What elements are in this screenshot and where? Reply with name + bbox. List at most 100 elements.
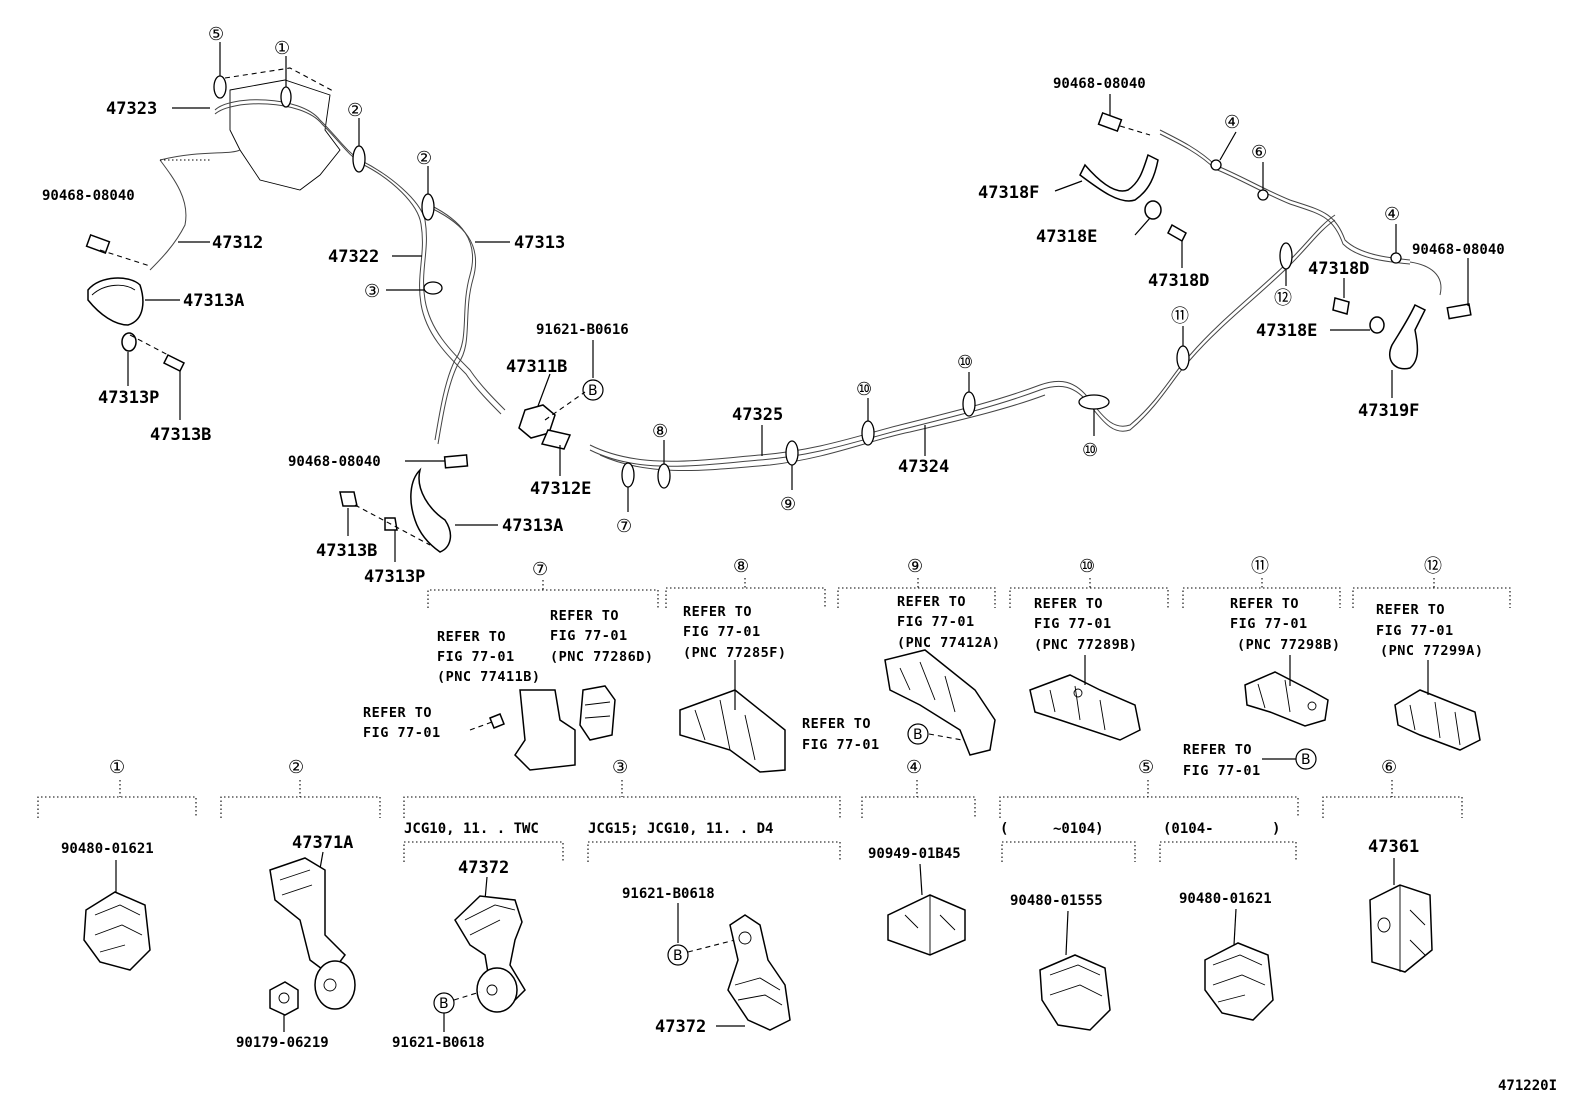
clamp-part-4 bbox=[887, 894, 966, 956]
label-47318d-bot: 47318D bbox=[1308, 259, 1369, 279]
refer-12-3: (PNC 77299A) bbox=[1380, 643, 1484, 659]
leader-lines bbox=[127, 42, 1469, 562]
label-47322: 47322 bbox=[328, 247, 379, 267]
refer-11-2: FIG 77-01 bbox=[1230, 616, 1308, 632]
pipe-clamps bbox=[213, 75, 1402, 489]
callout-10-mid: ⑩ bbox=[1079, 556, 1095, 577]
clamp-2a bbox=[352, 145, 366, 173]
bracket-part-47372-b bbox=[727, 914, 791, 1031]
refer-9-2: FIG 77-01 bbox=[897, 614, 975, 630]
pipe-47313 bbox=[429, 204, 474, 441]
bracket-part-7a bbox=[514, 689, 576, 771]
label-90179-06219: 90179-06219 bbox=[236, 1035, 329, 1051]
callout-10-top-b: ⑩ bbox=[957, 352, 973, 373]
bracket-3-twc bbox=[403, 841, 564, 862]
label-jcg-d4: JCG15; JCG10, 11. . D4 bbox=[588, 821, 773, 837]
pipe-rear-right-upper-b bbox=[1159, 133, 1411, 265]
callout-8-top: ⑧ bbox=[652, 421, 668, 442]
refer-section-7: ⑦ REFER TO FIG 77-01 (PNC 77411B) REFER … bbox=[363, 559, 659, 771]
callout-1-bot: ① bbox=[109, 757, 125, 778]
label-90468-c: 90468-08040 bbox=[1053, 76, 1146, 92]
callout-5-top: ⑤ bbox=[208, 24, 224, 45]
grommet-part-3-hole bbox=[486, 984, 498, 996]
dash-b-3a bbox=[453, 991, 481, 1001]
pipe-47324 bbox=[599, 394, 1046, 471]
callout-12-top: ⑫ bbox=[1274, 288, 1292, 309]
label-90468-b: 90468-08040 bbox=[288, 454, 381, 470]
leader-47311b bbox=[537, 373, 551, 407]
dash-47313-top bbox=[129, 334, 171, 357]
label-90480-01621-b: 90480-01621 bbox=[1179, 891, 1272, 907]
dash-7c bbox=[469, 721, 493, 731]
callout-b-top-circle bbox=[582, 379, 604, 401]
bracket-5b bbox=[1159, 841, 1297, 862]
refer-9-1: REFER TO bbox=[897, 594, 966, 610]
refer-section-9: ⑨ REFER TO FIG 77-01 (PNC 77412A) REFER … bbox=[802, 556, 1001, 756]
hose-47313a-top-detail bbox=[91, 284, 136, 296]
bracket-5 bbox=[999, 780, 1299, 818]
clip-90468-b bbox=[443, 454, 469, 469]
refer-11b-1: REFER TO bbox=[1183, 742, 1252, 758]
clamp-part-1-detail bbox=[94, 904, 143, 953]
dash-90468-a bbox=[99, 249, 151, 267]
washer-47313p-top bbox=[121, 332, 137, 352]
detail-section-4: ④ 90949-01B45 bbox=[861, 757, 976, 956]
label-47318e-bot: 47318E bbox=[1256, 321, 1317, 341]
refer-7b-2: FIG 77-01 bbox=[550, 628, 628, 644]
callout-3-bot: ③ bbox=[612, 757, 628, 778]
leader-47318f bbox=[1054, 180, 1083, 192]
clip-part-9 bbox=[884, 649, 996, 756]
nut-part-90179-hole bbox=[278, 992, 290, 1004]
callout-11-top: ⑪ bbox=[1171, 306, 1189, 327]
label-range-b-close: ) bbox=[1272, 821, 1280, 837]
label-47313b-top: 47313B bbox=[150, 425, 211, 445]
bracket-9 bbox=[837, 578, 996, 608]
label-47313: 47313 bbox=[514, 233, 565, 253]
label-90480-01621-a: 90480-01621 bbox=[61, 841, 154, 857]
clip-part-10-detail bbox=[1049, 685, 1106, 731]
label-47312: 47312 bbox=[212, 233, 263, 253]
dash-47311b-b bbox=[544, 391, 586, 421]
callout-4-top-b: ④ bbox=[1384, 204, 1400, 225]
clamp-4b bbox=[1390, 252, 1402, 264]
bracket-10 bbox=[1009, 578, 1169, 608]
clamp-4a bbox=[1210, 159, 1222, 171]
refer-9-3: (PNC 77412A) bbox=[897, 635, 1001, 651]
label-90468-a: 90468-08040 bbox=[42, 188, 135, 204]
label-47372-b: 47372 bbox=[655, 1017, 706, 1037]
grommet-part-2-hole bbox=[323, 978, 337, 992]
refer-section-11: ⑪ REFER TO FIG 77-01 (PNC 77298B) REFER … bbox=[1182, 556, 1341, 779]
refer-7c-2: FIG 77-01 bbox=[363, 725, 441, 741]
clamp-11 bbox=[1176, 345, 1190, 371]
label-47318d-top: 47318D bbox=[1148, 271, 1209, 291]
detail-section-2: ② 47371A 90179-06219 bbox=[220, 757, 381, 1051]
callout-b-9: B bbox=[913, 727, 923, 743]
clip-90468-d bbox=[1446, 303, 1472, 320]
callout-b-9-circle bbox=[907, 723, 929, 745]
label-range-b-code: (0104- bbox=[1163, 821, 1214, 837]
callout-1-top: ① bbox=[274, 38, 290, 59]
master-cylinder-outline bbox=[229, 79, 341, 191]
pipe-47322 bbox=[359, 159, 506, 411]
label-47318f: 47318F bbox=[978, 183, 1039, 203]
top-labels: 47323 90468-08040 47312 47313A 47313P 47… bbox=[42, 76, 1505, 587]
refer-7b-1: REFER TO bbox=[550, 608, 619, 624]
leader-90480-01621-b bbox=[1233, 908, 1237, 946]
refer-11-1: REFER TO bbox=[1230, 596, 1299, 612]
bracket-4 bbox=[861, 780, 976, 818]
callout-6-bot: ⑥ bbox=[1381, 757, 1397, 778]
refer-7a-3: (PNC 77411B) bbox=[437, 669, 541, 685]
bolt-part-7c bbox=[489, 713, 505, 729]
label-47318e-top: 47318E bbox=[1036, 227, 1097, 247]
pipe-rear-right-end bbox=[1409, 261, 1442, 296]
refer-12-1: REFER TO bbox=[1376, 602, 1445, 618]
detail-section-3: ③ JCG10, 11. . TWC JCG15; JCG10, 11. . D… bbox=[392, 757, 841, 1051]
clip-part-11-detail bbox=[1257, 679, 1291, 713]
hose-47319f bbox=[1389, 303, 1427, 370]
pipe-47312 bbox=[149, 149, 241, 271]
bracket-7 bbox=[427, 580, 659, 608]
refer-7a-1: REFER TO bbox=[437, 629, 506, 645]
label-90480-01555: 90480-01555 bbox=[1010, 893, 1103, 909]
refer-8-3: (PNC 77285F) bbox=[683, 645, 787, 661]
